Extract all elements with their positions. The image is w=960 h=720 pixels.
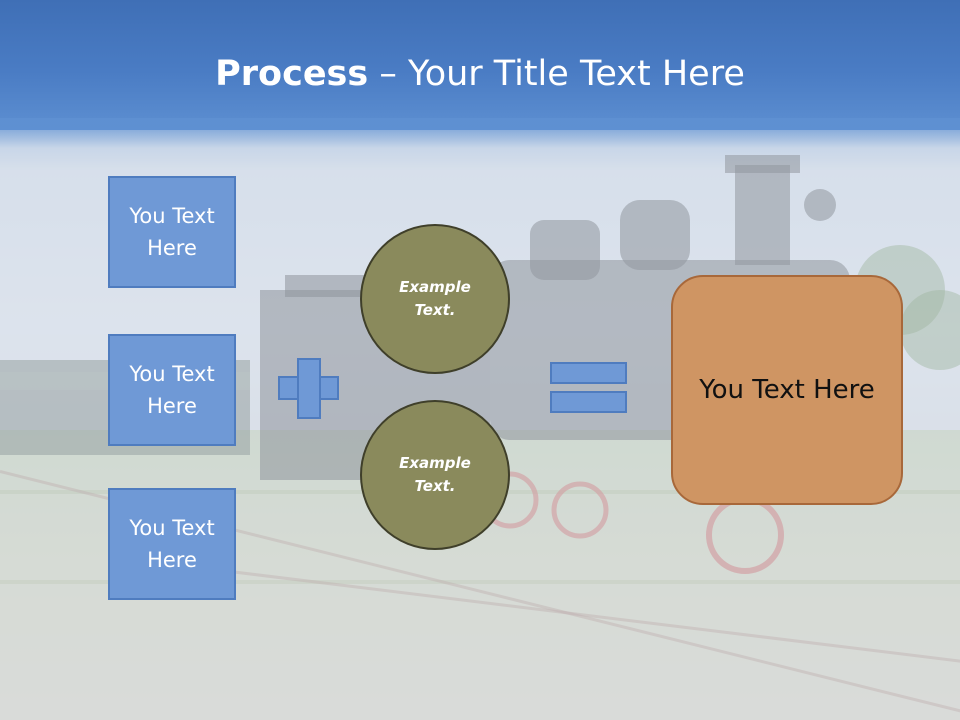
text-box-line: You Text	[129, 362, 215, 386]
circle-line: Text.	[414, 301, 456, 319]
example-circle-2[interactable]: Example Text.	[360, 400, 510, 550]
title-band	[0, 0, 960, 130]
circle-line: Text.	[414, 477, 456, 495]
text-box-1[interactable]: You Text Here	[108, 176, 236, 288]
text-box-label: You Text Here	[129, 512, 214, 576]
circle-label: Example Text.	[399, 452, 471, 498]
text-box-line: Here	[147, 548, 197, 572]
text-box-line: Here	[147, 236, 197, 260]
circle-line: Example	[399, 454, 471, 472]
text-box-line: Here	[147, 394, 197, 418]
text-box-label: You Text Here	[129, 200, 214, 264]
plus-center	[299, 378, 319, 398]
equals-bottom-bar	[550, 391, 627, 413]
slide-title[interactable]: Process – Your Title Text Here	[0, 52, 960, 96]
result-box[interactable]: You Text Here	[671, 275, 903, 505]
text-box-2[interactable]: You Text Here	[108, 334, 236, 446]
circle-label: Example Text.	[399, 276, 471, 322]
text-box-line: You Text	[129, 516, 215, 540]
text-box-label: You Text Here	[129, 358, 214, 422]
title-rest: – Your Title Text Here	[368, 54, 745, 94]
text-box-3[interactable]: You Text Here	[108, 488, 236, 600]
circle-line: Example	[399, 278, 471, 296]
result-box-label: You Text Here	[699, 375, 875, 405]
equals-top-bar	[550, 362, 627, 384]
title-fade	[0, 118, 960, 148]
text-box-line: You Text	[129, 204, 215, 228]
title-bold: Process	[215, 54, 369, 94]
example-circle-1[interactable]: Example Text.	[360, 224, 510, 374]
